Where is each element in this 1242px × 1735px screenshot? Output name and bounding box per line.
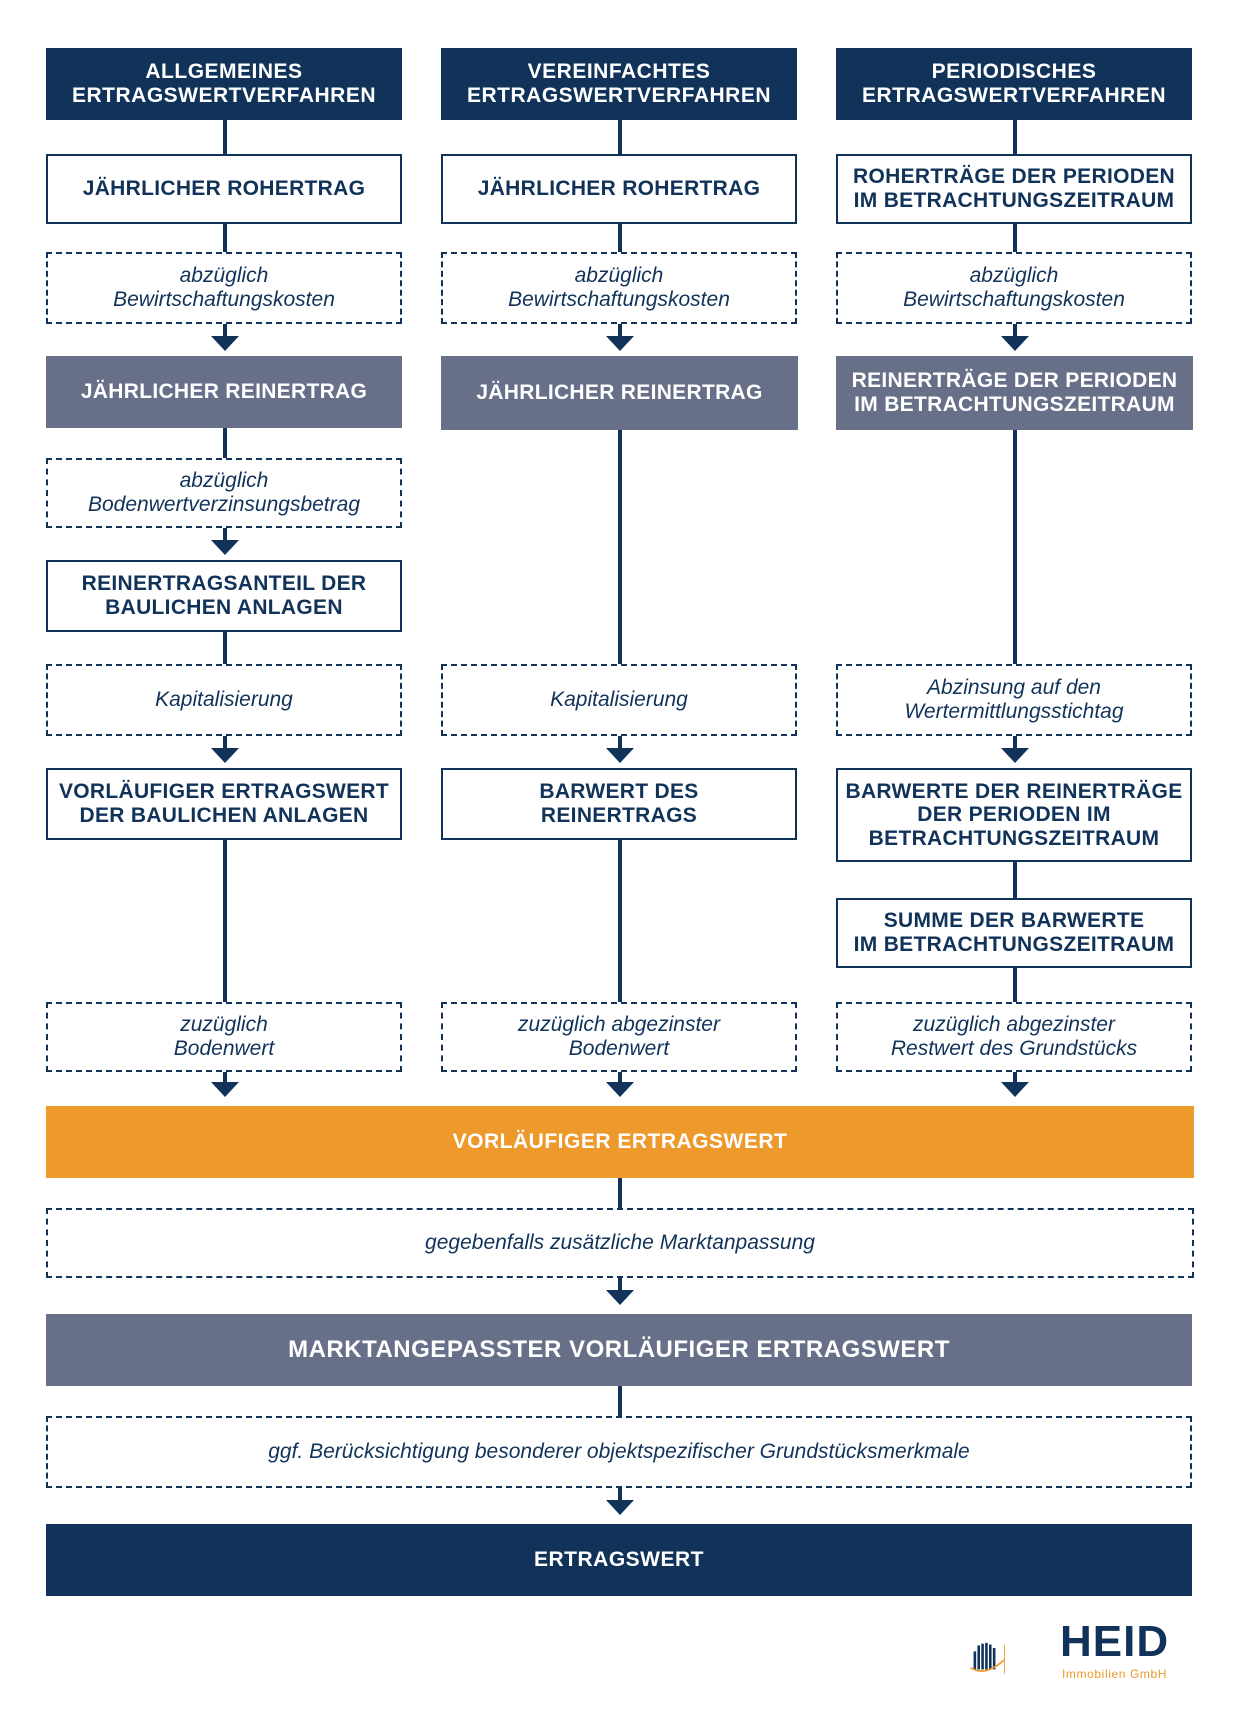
connector bbox=[1013, 324, 1017, 336]
connector bbox=[618, 1278, 622, 1290]
connector bbox=[618, 430, 622, 664]
connector bbox=[223, 840, 227, 1002]
connector bbox=[1013, 224, 1017, 252]
arrow-down-icon bbox=[211, 336, 239, 351]
step-preliminary-building-value: VORLÄUFIGER ERTRAGSWERT DER BAULICHEN AN… bbox=[46, 768, 402, 840]
connector bbox=[223, 528, 227, 540]
connector bbox=[223, 428, 227, 458]
connector bbox=[223, 736, 227, 748]
special-features-step: ggf. Berücksichtigung besonderer objekts… bbox=[46, 1416, 1192, 1488]
preliminary-income-value: VORLÄUFIGER ERTRAGSWERT bbox=[46, 1106, 1194, 1178]
arrow-down-icon bbox=[211, 1082, 239, 1097]
arrow-down-icon bbox=[606, 1500, 634, 1515]
step-annual-net-income: JÄHRLICHER REINERTRAG bbox=[46, 356, 402, 428]
step-annual-net-income: JÄHRLICHER REINERTRAG bbox=[441, 356, 798, 430]
step-net-income-periods: REINERTRÄGE DER PERIODEN IM BETRACHTUNGS… bbox=[836, 356, 1193, 430]
logo-name: HEID bbox=[1060, 1617, 1170, 1666]
step-gross-income-periods: ROHERTRÄGE DER PERIODEN IM BETRACHTUNGSZ… bbox=[836, 154, 1192, 224]
step-present-value-net-income: BARWERT DES REINERTRAGS bbox=[441, 768, 797, 840]
market-adjusted-preliminary-value: MARKTANGEPASSTER VORLÄUFIGER ERTRAGSWERT bbox=[46, 1314, 1192, 1386]
step-annual-gross-income: JÄHRLICHER ROHERTRAG bbox=[46, 154, 402, 224]
final-income-value: ERTRAGSWERT bbox=[46, 1524, 1192, 1596]
arrow-down-icon bbox=[606, 1290, 634, 1305]
column-header-periodisches: PERIODISCHES ERTRAGSWERTVERFAHREN bbox=[836, 48, 1192, 120]
connector bbox=[618, 736, 622, 748]
step-plus-discounted-residual-value: zuzüglich abgezinster Restwert des Grund… bbox=[836, 1002, 1192, 1072]
connector bbox=[618, 222, 622, 252]
arrow-down-icon bbox=[211, 748, 239, 763]
step-present-values-periods: BARWERTE DER REINERTRÄGE DER PERIODEN IM… bbox=[836, 768, 1192, 862]
connector bbox=[618, 1386, 622, 1416]
step-minus-land-value-interest: abzüglich Bodenwertverzinsungsbetrag bbox=[46, 458, 402, 528]
connector bbox=[223, 1072, 227, 1082]
arrow-down-icon bbox=[211, 540, 239, 555]
step-capitalization: Kapitalisierung bbox=[46, 664, 402, 736]
step-discounting: Abzinsung auf den Wertermittlungsstichta… bbox=[836, 664, 1192, 736]
column-header-vereinfachtes: VEREINFACHTES ERTRAGSWERTVERFAHREN bbox=[441, 48, 797, 120]
arrow-down-icon bbox=[1001, 748, 1029, 763]
step-minus-operating-costs: abzüglich Bewirtschaftungskosten bbox=[441, 252, 797, 324]
step-plus-land-value: zuzüglich Bodenwert bbox=[46, 1002, 402, 1072]
connector bbox=[618, 120, 622, 154]
step-capitalization: Kapitalisierung bbox=[441, 664, 797, 736]
arrow-down-icon bbox=[1001, 336, 1029, 351]
step-annual-gross-income: JÄHRLICHER ROHERTRAG bbox=[441, 154, 797, 224]
connector bbox=[618, 1178, 622, 1208]
market-adjustment-step: gegebenfalls zusätzliche Marktanpassung bbox=[46, 1208, 1194, 1278]
connector bbox=[1013, 968, 1017, 1002]
arrow-down-icon bbox=[1001, 1082, 1029, 1097]
connector bbox=[1013, 862, 1017, 898]
step-minus-operating-costs: abzüglich Bewirtschaftungskosten bbox=[836, 252, 1192, 324]
connector bbox=[618, 324, 622, 336]
step-sum-present-values: SUMME DER BARWERTE IM BETRACHTUNGSZEITRA… bbox=[836, 898, 1192, 968]
logo-subtitle: Immobilien GmbH bbox=[1062, 1667, 1168, 1681]
connector bbox=[1013, 736, 1017, 748]
connector bbox=[618, 840, 622, 1002]
arrow-down-icon bbox=[606, 336, 634, 351]
connector bbox=[223, 120, 227, 154]
company-logo-icon bbox=[970, 1642, 1005, 1674]
connector bbox=[618, 1072, 622, 1082]
connector bbox=[618, 1488, 622, 1500]
connector bbox=[223, 632, 227, 664]
connector bbox=[1013, 430, 1017, 664]
connector bbox=[223, 222, 227, 252]
connector bbox=[1013, 1072, 1017, 1082]
connector bbox=[1013, 120, 1017, 154]
step-plus-discounted-land-value: zuzüglich abgezinster Bodenwert bbox=[441, 1002, 797, 1072]
step-minus-operating-costs: abzüglich Bewirtschaftungskosten bbox=[46, 252, 402, 324]
step-building-share: REINERTRAGSANTEIL DER BAULICHEN ANLAGEN bbox=[46, 560, 402, 632]
arrow-down-icon bbox=[606, 1082, 634, 1097]
arrow-down-icon bbox=[606, 748, 634, 763]
column-header-allgemeines: ALLGEMEINES ERTRAGSWERTVERFAHREN bbox=[46, 48, 402, 120]
connector bbox=[223, 324, 227, 336]
